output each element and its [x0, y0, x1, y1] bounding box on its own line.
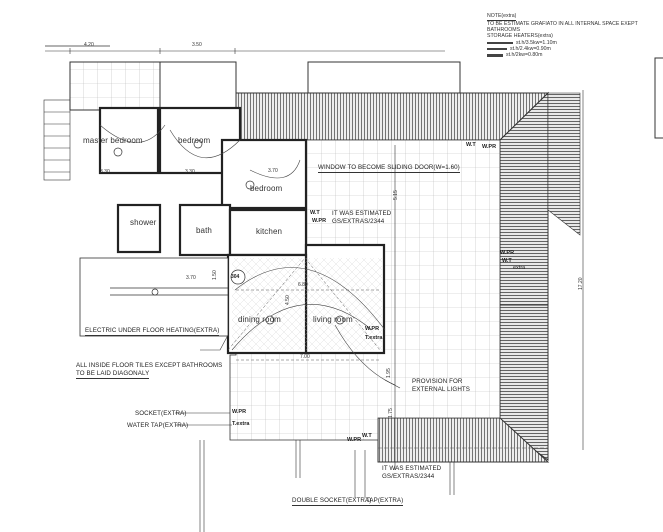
- heater-row: st.h/2.4kw=0.90m: [487, 46, 638, 52]
- estimated-note-2b: GS/EXTRAS/2344: [382, 473, 435, 480]
- extra-tag: extra: [513, 265, 526, 271]
- roof-hip-right-top: [547, 92, 581, 236]
- estimated-note-1b: GS/EXTRAS/2344: [332, 218, 385, 225]
- balcony-right: [307, 61, 461, 95]
- external-lights-note-1: PROVISION FOR: [412, 378, 463, 385]
- heater-spec: st.h/3.5kw=1.10m: [516, 39, 557, 46]
- water-tap-symbol-icon: W.T: [466, 142, 476, 148]
- water-tap-symbol-icon: W.T: [362, 433, 372, 439]
- dim-small-b: 3.70: [186, 275, 196, 281]
- water-tap-symbol-icon: W.T: [502, 258, 512, 264]
- room-bedroom-2: bedroom: [250, 184, 283, 193]
- dim-small-c: 1.95: [386, 368, 392, 378]
- staircase: [43, 99, 71, 181]
- underfloor-heating-area: [79, 257, 229, 337]
- room-bedroom: bedroom: [178, 136, 211, 145]
- heater-bar-icon: [487, 47, 507, 51]
- room-shower: shower: [130, 218, 157, 227]
- room-kitchen: kitchen: [256, 227, 283, 236]
- note-line-1: TO BE ESTIMATE GRAFIATO IN ALL INTERNAL …: [487, 20, 638, 27]
- room-bath: bath: [196, 226, 212, 235]
- heater-spec: st.h/2kw=0.80m: [506, 52, 543, 59]
- note-block: NOTE(extra) TO BE ESTIMATE GRAFIATO IN A…: [487, 13, 638, 59]
- dim-bedroom2: 3.70: [268, 168, 278, 174]
- room-master-bedroom: master bedroom: [83, 136, 143, 145]
- balcony-mid: [159, 61, 237, 111]
- dim-top-mid: 3.50: [192, 42, 202, 48]
- heater-spec: st.h/2.4kw=0.90m: [510, 45, 551, 52]
- dim-small-d: 1.75: [388, 408, 394, 418]
- socket-symbol-icon: W.PR: [365, 326, 380, 332]
- balcony-left: [69, 61, 161, 111]
- estimated-note-1a: IT WAS ESTIMATED: [332, 210, 392, 217]
- socket-symbol-icon: W.PR: [500, 250, 515, 256]
- window-to-door-note: WINDOW TO BECOME SLIDING DOOR(W=1.60): [318, 164, 460, 173]
- dim-bedroom: 3.30: [185, 169, 195, 175]
- heater-row: st.h/2kw=0.80m: [487, 52, 638, 58]
- heater-bar-icon: [487, 54, 503, 57]
- dim-small-a: 1.50: [212, 270, 218, 280]
- room-dining-room: dining room: [238, 315, 281, 324]
- double-socket-note: DOUBLE SOCKET(extra): [292, 497, 372, 506]
- dim-top-left: 4.20: [84, 42, 94, 48]
- socket-tag: 304: [231, 274, 240, 280]
- dim-overall-height: 17.20: [578, 277, 584, 290]
- socket-symbol-icon: W.PR: [312, 218, 327, 224]
- floor-tiles-note-2: TO BE LAID DIAGONALY: [76, 370, 150, 379]
- water-tap-symbol-icon: T.extra: [365, 335, 383, 341]
- water-tap-symbol-icon: W.T: [310, 210, 320, 216]
- dim-living-height: 4.50: [285, 295, 291, 305]
- top-dimension-line: [45, 45, 445, 54]
- water-tap-symbol-icon: T.extra: [232, 421, 250, 427]
- note-title: NOTE(extra): [487, 13, 517, 21]
- note-line-2: BATHROOMS: [487, 27, 521, 34]
- dim-vertical-terrace: 5.15: [393, 190, 399, 200]
- external-lights-note-2: EXTERNAL LIGHTS: [412, 386, 471, 393]
- room-living-room: living room: [313, 315, 353, 324]
- socket-symbol-icon: W.PR: [232, 409, 247, 415]
- socket-symbol-icon: W.PR: [482, 144, 497, 150]
- tap-note: TAP(extra): [366, 497, 404, 506]
- dim-master-bedroom: 3.30: [100, 169, 110, 175]
- heaters-title: STORAGE HEATERS(extra): [487, 33, 553, 40]
- floor-tiles-note-1: ALL INSIDE FLOOR TILES EXCEPT BATHROOMS: [76, 362, 223, 369]
- heater-row: st.h/3.5kw=1.10m: [487, 40, 638, 46]
- dim-living-width: 6.80: [298, 282, 308, 288]
- roof-overhang-top: [235, 92, 550, 141]
- dim-terrace-width: 7.00: [300, 354, 310, 360]
- balcony-far-right: [654, 57, 663, 139]
- socket-symbol-icon: W.PR: [347, 437, 362, 443]
- heater-bar-icon: [487, 41, 513, 45]
- estimated-note-2a: IT WAS ESTIMATED: [382, 465, 442, 472]
- socket-note: SOCKET(extra): [135, 410, 187, 417]
- underfloor-heating-note: ELECTRIC UNDER FLOOR HEATING(extra): [85, 327, 220, 336]
- water-tap-note: WATER TAP(extra): [127, 422, 189, 429]
